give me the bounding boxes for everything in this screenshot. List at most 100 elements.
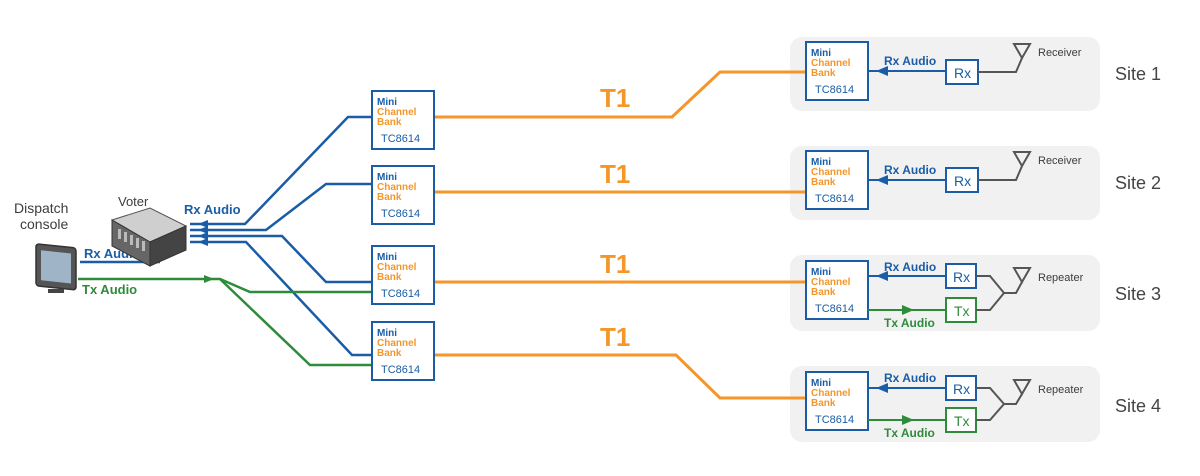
bank-mini: Mini [811, 48, 831, 59]
rx-box [945, 263, 977, 289]
site-bank: Mini Channel Bank TC8614 [805, 150, 869, 210]
tx-line-branch [219, 278, 372, 367]
bank-bank: Bank [811, 68, 836, 79]
site-2: Mini Channel Bank TC8614 Rx Audio Rx Rec… [805, 150, 1161, 210]
arrow-icon [902, 415, 914, 425]
site-rx-label: Rx Audio [884, 163, 936, 177]
rx-line-bank-2 [190, 182, 372, 232]
central-channel-banks: Mini Channel Bank TC8614 Mini Channel Ba… [371, 90, 435, 381]
channel-bank-4: Mini Channel Bank TC8614 [371, 321, 435, 381]
bank-model: TC8614 [815, 193, 854, 205]
bank-channel: Channel [811, 58, 851, 69]
rx-box-label: Rx [954, 173, 971, 189]
channel-bank-2: Mini Channel Bank TC8614 [371, 165, 435, 225]
arrow-icon [876, 66, 888, 76]
bank-bank: Bank [377, 117, 402, 128]
bank-channel: Channel [811, 167, 851, 178]
rx-box-label: Rx [953, 269, 970, 285]
t1-links [434, 70, 806, 400]
antenna-icon [1012, 267, 1032, 285]
bank-channel: Channel [377, 182, 417, 193]
site-type-label: Receiver [1038, 47, 1082, 59]
console-label: Dispatch [14, 200, 68, 216]
site-rx-label: Rx Audio [884, 260, 936, 274]
site-3: Mini Channel Bank TC8614 Rx Audio Tx Aud… [805, 260, 1161, 330]
bank-mini: Mini [377, 172, 397, 183]
bank-model: TC8614 [815, 414, 854, 426]
bank-model: TC8614 [381, 288, 420, 300]
site-bank: Mini Channel Bank TC8614 [805, 371, 869, 431]
rx-arrowheads [198, 220, 208, 246]
site-bank: Mini Channel Bank TC8614 [805, 41, 869, 101]
antenna-icon [1012, 43, 1032, 61]
arrow-icon [902, 305, 914, 315]
bank-model: TC8614 [381, 133, 420, 145]
site-name: Site 4 [1115, 396, 1161, 416]
arrow-icon [198, 220, 208, 228]
rx-box-label: Rx [953, 381, 970, 397]
bank-bank: Bank [811, 398, 836, 409]
rx-audio-lines [80, 115, 372, 357]
site-tx-label: Tx Audio [884, 426, 935, 440]
site-rx-label: Rx Audio [884, 371, 936, 385]
arrow-icon [876, 383, 888, 393]
bank-model: TC8614 [381, 208, 420, 220]
bank-model: TC8614 [815, 303, 854, 315]
tx-box-label: Tx [954, 303, 970, 319]
bank-mini: Mini [811, 267, 831, 278]
t1-line-site-4 [434, 353, 806, 400]
site-type-label: Repeater [1038, 384, 1084, 396]
console-label: console [20, 216, 68, 232]
rx-box [945, 167, 979, 193]
site-name: Site 1 [1115, 64, 1161, 84]
bank-mini: Mini [377, 328, 397, 339]
bank-bank: Bank [811, 177, 836, 188]
tx-box-label: Tx [954, 413, 970, 429]
rx-line-bank-1 [190, 115, 372, 226]
bank-bank: Bank [377, 348, 402, 359]
site-name: Site 3 [1115, 284, 1161, 304]
antenna-icon [1012, 379, 1032, 397]
rx-box-label: Rx [954, 65, 971, 81]
t1-label: T1 [600, 159, 630, 189]
channel-bank-3: Mini Channel Bank TC8614 [371, 245, 435, 305]
t1-label: T1 [600, 249, 630, 279]
arrow-icon [204, 275, 214, 283]
bank-mini: Mini [811, 378, 831, 389]
bank-channel: Channel [377, 338, 417, 349]
voter-rx-audio-label: Rx Audio [184, 202, 241, 217]
t1-label: T1 [600, 322, 630, 352]
bank-bank: Bank [377, 192, 402, 203]
arrow-icon [198, 226, 208, 234]
arrow-icon [198, 232, 208, 240]
site-type-label: Repeater [1038, 272, 1084, 284]
rx-line-bank-3 [190, 234, 372, 284]
console-tx-label: Tx Audio [82, 282, 137, 297]
t1-label: T1 [600, 83, 630, 113]
bank-channel: Channel [811, 388, 851, 399]
bank-model: TC8614 [815, 84, 854, 96]
bank-mini: Mini [377, 252, 397, 263]
antenna-icon [1012, 151, 1032, 169]
arrow-icon [876, 175, 888, 185]
bank-bank: Bank [377, 272, 402, 283]
bank-model: TC8614 [381, 364, 420, 376]
rx-box [945, 59, 979, 85]
tx-audio-lines [78, 277, 372, 367]
site-bank: Mini Channel Bank TC8614 [805, 260, 869, 320]
bank-mini: Mini [811, 157, 831, 168]
bank-channel: Channel [377, 107, 417, 118]
voter-label: Voter [118, 194, 149, 209]
bank-channel: Channel [377, 262, 417, 273]
t1-labels: T1 T1 T1 T1 [600, 83, 630, 352]
bank-mini: Mini [377, 97, 397, 108]
tx-line-main [78, 277, 372, 294]
channel-bank-1: Mini Channel Bank TC8614 [371, 90, 435, 150]
site-4: Mini Channel Bank TC8614 Rx Audio Tx Aud… [805, 371, 1161, 440]
arrow-icon [198, 238, 208, 246]
tx-box [945, 297, 977, 323]
bank-channel: Channel [811, 277, 851, 288]
rx-box [945, 375, 977, 401]
site-tx-label: Tx Audio [884, 316, 935, 330]
arrow-icon [876, 271, 888, 281]
